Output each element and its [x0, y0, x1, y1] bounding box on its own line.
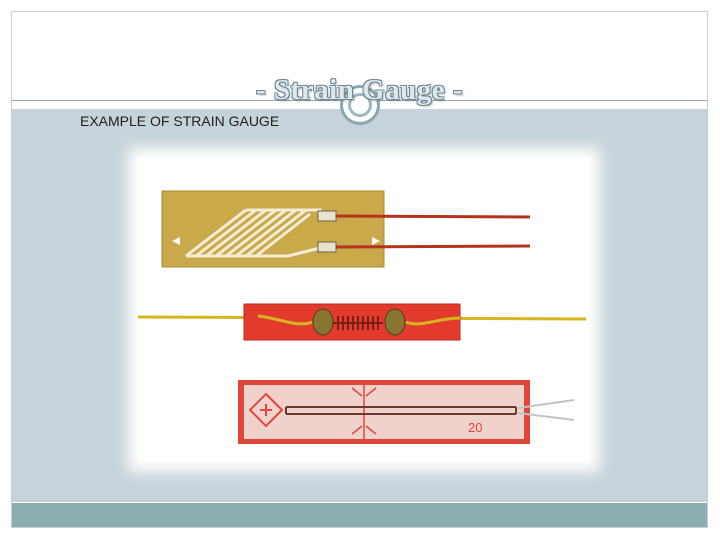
kyowa-logo-icon: [248, 392, 284, 428]
gauge-number-label: 20: [468, 420, 482, 435]
footer-bar: [12, 503, 707, 527]
slide: - Strain Gauge - EXAMPLE OF STRAIN GAUGE: [11, 11, 708, 528]
yellow-foil-gauge: [161, 190, 531, 268]
circle-ring-icon: [340, 85, 380, 125]
red-encapsulated-gauge: [137, 303, 587, 341]
strain-gauge-illustration: 20: [137, 190, 587, 444]
slide-title: - Strain Gauge -: [256, 74, 463, 106]
ring-inner: [348, 93, 372, 117]
slide-subtitle: EXAMPLE OF STRAIN GAUGE: [80, 113, 280, 129]
pink-long-gauge: 20: [238, 380, 575, 444]
strain-gauge-photo: 20: [137, 158, 590, 462]
